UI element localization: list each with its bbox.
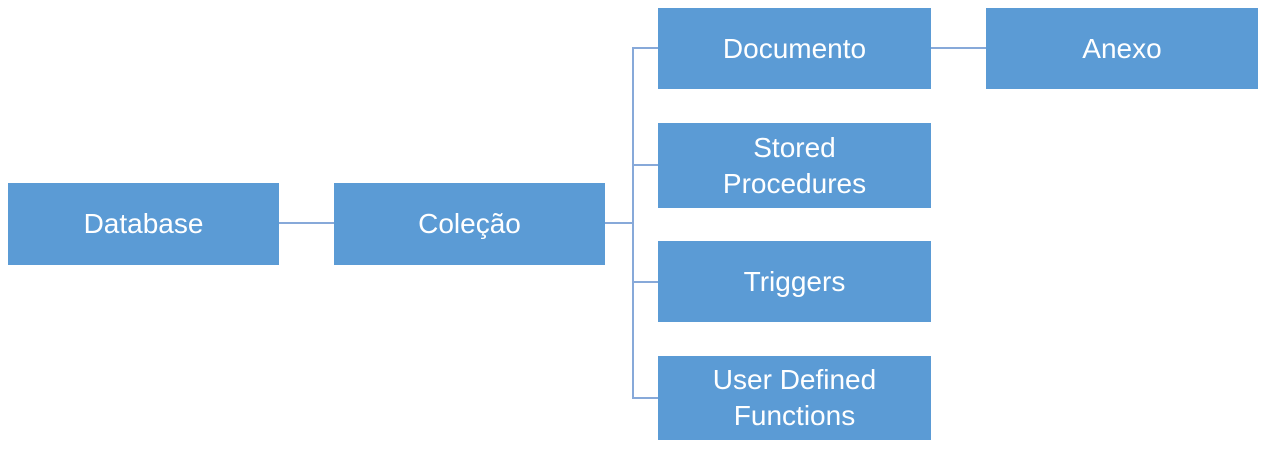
node-database: Database [8, 183, 279, 265]
connector-branch-documento [634, 47, 658, 49]
node-colecao-label: Coleção [418, 208, 521, 240]
connector-branch-stored-procedures [634, 164, 658, 166]
node-triggers-label: Triggers [743, 265, 846, 297]
connector-spine [632, 47, 634, 399]
node-anexo-label: Anexo [1082, 32, 1162, 64]
node-stored-procedures-label: Stored Procedures [722, 131, 867, 199]
node-database-label: Database [83, 208, 204, 240]
node-stored-procedures: Stored Procedures [658, 123, 931, 208]
node-user-defined-functions: User Defined Functions [658, 356, 931, 440]
node-colecao: Coleção [334, 183, 605, 265]
node-documento: Documento [658, 8, 931, 89]
connector-database-colecao [279, 222, 334, 224]
connector-branch-triggers [634, 281, 658, 283]
node-documento-label: Documento [722, 32, 867, 64]
node-triggers: Triggers [658, 241, 931, 322]
node-anexo: Anexo [986, 8, 1258, 89]
connector-colecao-spine [605, 222, 634, 224]
connector-branch-user-defined-functions [634, 397, 658, 399]
connector-documento-anexo [931, 47, 986, 49]
node-user-defined-functions-label: User Defined Functions [712, 364, 877, 431]
